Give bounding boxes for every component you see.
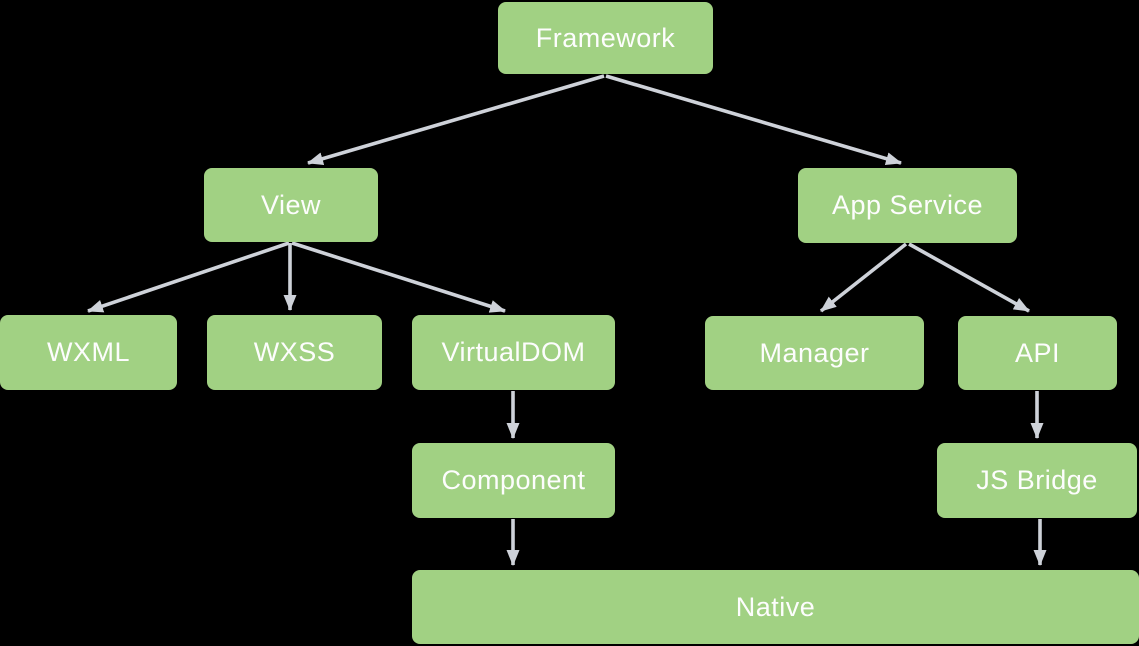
edge-view-virtualdom — [291, 241, 506, 313]
node-view-label: View — [260, 189, 322, 220]
node-wxml: WXML — [0, 315, 177, 390]
edge-appservice-api — [908, 242, 1030, 313]
node-virtualdom-label: VirtualDOM — [441, 337, 586, 367]
edge-framework-view — [307, 74, 605, 166]
node-wxml-label: WXML — [47, 337, 130, 367]
node-js-bridge: JS Bridge — [937, 443, 1137, 518]
node-framework-label: Framework — [535, 22, 676, 53]
node-app-service: App Service — [798, 168, 1017, 243]
node-framework: Framework — [498, 2, 713, 74]
node-app-service-label: App Service — [831, 190, 984, 220]
node-js-bridge-label: JS Bridge — [976, 465, 1098, 495]
node-manager-label: Manager — [759, 337, 870, 368]
node-api: API — [958, 316, 1117, 390]
edge-framework-appservice — [605, 74, 902, 165]
node-manager: Manager — [705, 316, 924, 390]
edge-view-wxml — [87, 241, 290, 313]
node-component: Component — [412, 443, 615, 518]
node-component-label: Component — [441, 465, 586, 495]
node-virtualdom: VirtualDOM — [412, 315, 615, 390]
node-view: View — [204, 168, 378, 242]
node-wxss-label: WXSS — [253, 337, 336, 367]
edge-appservice-manager — [819, 242, 908, 313]
node-api-label: API — [1014, 337, 1061, 368]
node-native-label: Native — [735, 591, 816, 622]
node-native: Native — [412, 570, 1139, 644]
node-wxss: WXSS — [207, 315, 382, 390]
